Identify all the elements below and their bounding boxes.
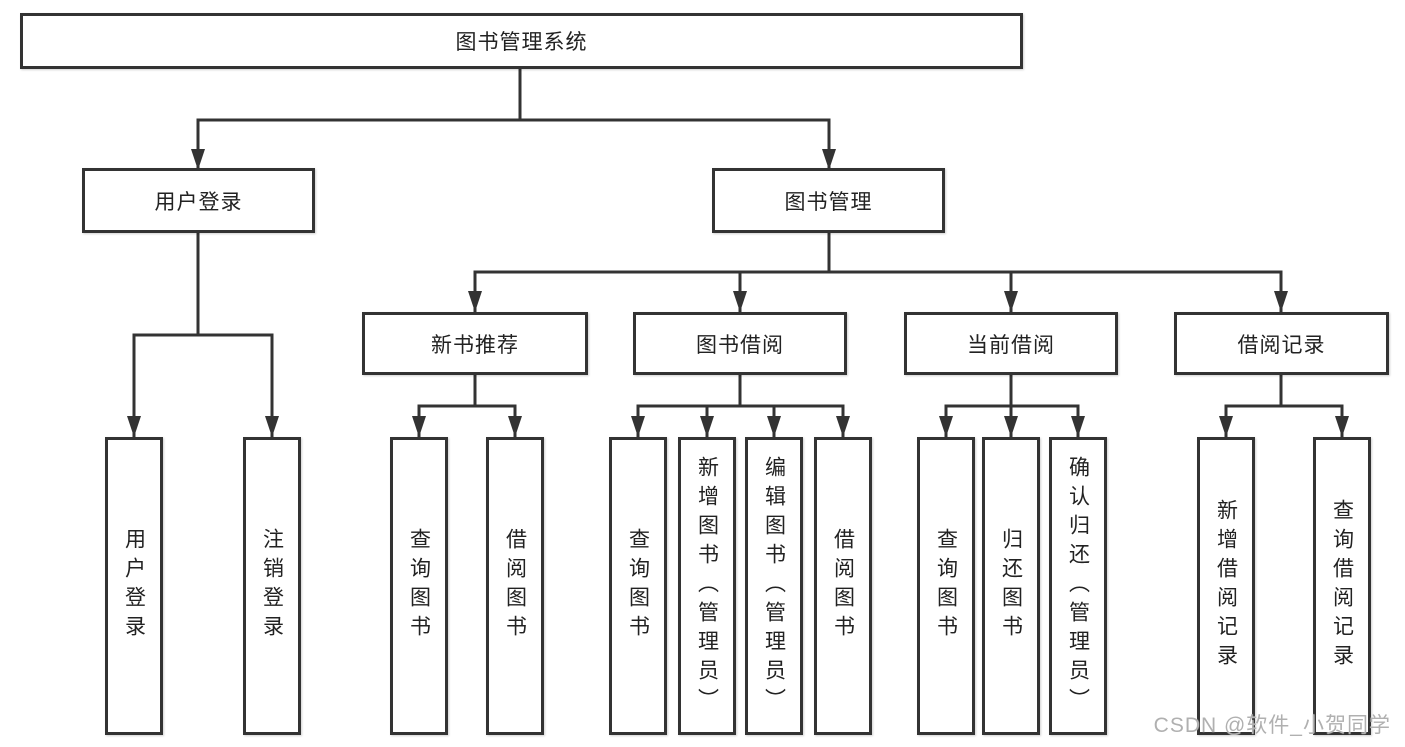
node-book-borrowing: 图书借阅 <box>633 312 847 375</box>
leaf-query-books-current: 查询图书 <box>917 437 975 735</box>
edge-lines <box>132 69 1344 437</box>
leaf-query-borrow-record-label: 查询借阅记录 <box>1330 499 1354 673</box>
leaf-query-books-recommend: 查询图书 <box>390 437 448 735</box>
node-borrowing-records: 借阅记录 <box>1174 312 1389 375</box>
node-user-login-group: 用户登录 <box>82 168 315 233</box>
leaf-confirm-return-admin-label: 确认归还（管理员） <box>1066 455 1090 717</box>
node-book-management-label: 图书管理 <box>784 190 873 214</box>
leaf-user-login: 用户登录 <box>105 437 163 735</box>
leaf-return-books-label: 归还图书 <box>999 528 1023 644</box>
leaf-borrow-books-borrowing-label: 借阅图书 <box>831 528 855 644</box>
leaf-query-books-current-label: 查询图书 <box>934 528 958 644</box>
node-book-borrowing-label: 图书借阅 <box>696 333 784 357</box>
node-borrowing-records-label: 借阅记录 <box>1237 333 1326 357</box>
node-new-book-recommend: 新书推荐 <box>362 312 588 375</box>
leaf-query-books-borrowing-label: 查询图书 <box>626 528 650 644</box>
leaf-borrow-books-borrowing: 借阅图书 <box>814 437 872 735</box>
leaf-edit-book-admin-label: 编辑图书（管理员） <box>762 455 786 717</box>
node-root: 图书管理系统 <box>20 13 1023 69</box>
leaf-query-books-recommend-label: 查询图书 <box>407 528 431 644</box>
leaf-query-borrow-record: 查询借阅记录 <box>1313 437 1371 735</box>
leaf-confirm-return-admin: 确认归还（管理员） <box>1049 437 1107 735</box>
leaf-add-borrow-record: 新增借阅记录 <box>1197 437 1255 735</box>
leaf-add-book-admin-label: 新增图书（管理员） <box>695 455 719 717</box>
leaf-logout: 注销登录 <box>243 437 301 735</box>
node-new-book-recommend-label: 新书推荐 <box>431 333 519 357</box>
node-current-borrowing-label: 当前借阅 <box>967 333 1055 357</box>
leaf-borrow-books-recommend: 借阅图书 <box>486 437 544 735</box>
leaf-add-borrow-record-label: 新增借阅记录 <box>1214 499 1238 673</box>
leaf-user-login-label: 用户登录 <box>122 528 146 644</box>
csdn-watermark: CSDN @软件_小贺同学 <box>1153 714 1391 737</box>
leaf-borrow-books-recommend-label: 借阅图书 <box>503 528 527 644</box>
leaf-add-book-admin: 新增图书（管理员） <box>678 437 736 735</box>
leaf-edit-book-admin: 编辑图书（管理员） <box>745 437 803 735</box>
node-book-management: 图书管理 <box>712 168 945 233</box>
leaf-logout-label: 注销登录 <box>260 528 284 644</box>
node-current-borrowing: 当前借阅 <box>904 312 1118 375</box>
node-user-login-group-label: 用户登录 <box>154 190 243 214</box>
leaf-return-books: 归还图书 <box>982 437 1040 735</box>
node-root-label: 图书管理系统 <box>455 31 588 54</box>
leaf-query-books-borrowing: 查询图书 <box>609 437 667 735</box>
